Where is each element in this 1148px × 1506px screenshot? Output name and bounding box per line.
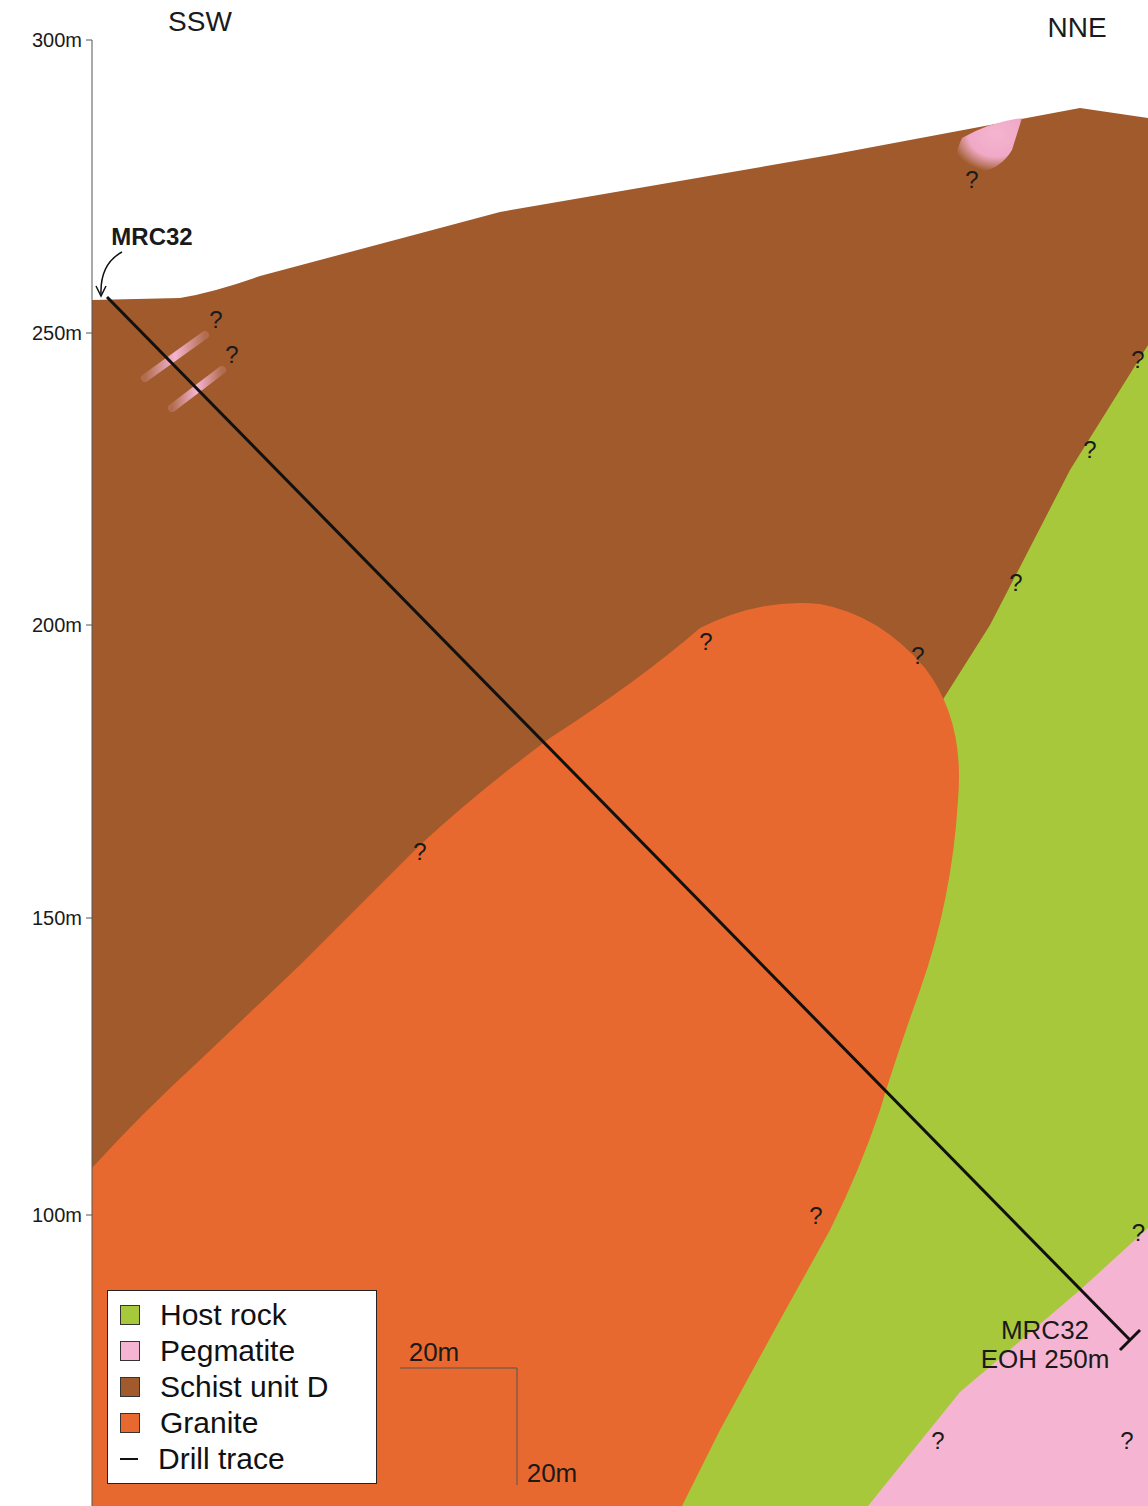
legend-box: Host rockPegmatiteSchist unit DGraniteDr… bbox=[107, 1290, 377, 1484]
section-label: ? bbox=[1131, 347, 1144, 373]
section-label: ? bbox=[965, 167, 978, 193]
pegmatite-unit bbox=[868, 1228, 1148, 1506]
schist-unit bbox=[92, 108, 1148, 1506]
collar-pointer bbox=[101, 252, 122, 294]
pegmatite-outcrop bbox=[957, 118, 1022, 172]
elevation-axis bbox=[92, 40, 93, 1506]
legend-swatch bbox=[120, 1305, 140, 1325]
legend-text: Host rock bbox=[160, 1298, 287, 1332]
pegmatite-vein bbox=[145, 335, 205, 378]
granite-unit bbox=[92, 603, 959, 1506]
legend-text: Pegmatite bbox=[160, 1334, 295, 1368]
section-label: MRC32 bbox=[111, 224, 192, 250]
section-label: 20m bbox=[527, 1459, 578, 1488]
section-label: 200m bbox=[32, 614, 82, 636]
section-label: ? bbox=[1120, 1428, 1133, 1454]
section-label: ? bbox=[225, 342, 238, 368]
section-label: 300m bbox=[32, 29, 82, 51]
section-label: 150m bbox=[32, 907, 82, 929]
axis-ticks bbox=[86, 40, 92, 1215]
section-label: ? bbox=[1132, 1220, 1145, 1246]
section-label: ? bbox=[931, 1428, 944, 1454]
section-label: NNE bbox=[1047, 13, 1106, 44]
legend-row: Pegmatite bbox=[120, 1333, 366, 1369]
legend-swatch bbox=[120, 1413, 140, 1433]
section-label: MRC32 EOH 250m bbox=[975, 1316, 1115, 1373]
scale-bar bbox=[400, 1368, 517, 1485]
legend-row: Drill trace bbox=[120, 1441, 366, 1477]
legend-text: Granite bbox=[160, 1406, 258, 1440]
drill-trace bbox=[107, 297, 1130, 1340]
legend-swatch bbox=[120, 1377, 140, 1397]
section-label: 100m bbox=[32, 1204, 82, 1226]
legend-row: Host rock bbox=[120, 1297, 366, 1333]
section-label: 250m bbox=[32, 322, 82, 344]
legend-line-sample bbox=[120, 1458, 138, 1460]
section-label: SSW bbox=[168, 7, 232, 38]
section-label: ? bbox=[1083, 437, 1096, 463]
legend-swatch bbox=[120, 1341, 140, 1361]
legend-text: Schist unit D bbox=[160, 1370, 328, 1404]
legend-text: Drill trace bbox=[158, 1442, 285, 1476]
legend-row: Granite bbox=[120, 1405, 366, 1441]
collar-pointer-head bbox=[96, 286, 106, 296]
section-label: ? bbox=[1009, 570, 1022, 596]
section-label: ? bbox=[809, 1203, 822, 1229]
section-label: ? bbox=[209, 307, 222, 333]
section-label: ? bbox=[413, 839, 426, 865]
section-label: 20m bbox=[409, 1338, 460, 1367]
drill-end-tick bbox=[1120, 1330, 1140, 1350]
legend-row: Schist unit D bbox=[120, 1369, 366, 1405]
section-label: ? bbox=[911, 643, 924, 669]
section-label: ? bbox=[699, 629, 712, 655]
